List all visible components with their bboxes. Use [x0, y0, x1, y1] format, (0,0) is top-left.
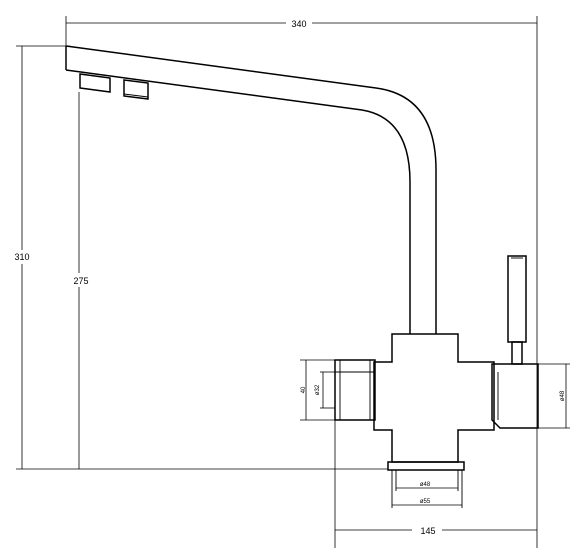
- aerator-outlets: [79, 73, 149, 100]
- valve-body: [373, 333, 495, 463]
- base-outer-diameter-label: ø55: [420, 499, 431, 505]
- handle-height-label: 40: [301, 386, 307, 393]
- inlet-diameter-label: ø32: [315, 384, 321, 395]
- spout: [65, 45, 437, 334]
- body-width-label: 145: [420, 526, 435, 536]
- dimension-overall-width: 340: [65, 16, 538, 548]
- dimension-body-width: 145: [334, 420, 537, 548]
- dimension-spout-height: 275: [66, 92, 96, 469]
- overall-width-label: 340: [291, 19, 306, 29]
- dimension-inlet-diameter: ø32: [315, 371, 335, 409]
- base: [387, 461, 465, 508]
- left-handle: [334, 359, 376, 421]
- dimension-side-diameter: ø48: [538, 363, 570, 429]
- dimension-handle-height: 40: [300, 359, 335, 421]
- side-diameter-label: ø48: [560, 390, 566, 401]
- right-lever-handle: [491, 255, 539, 429]
- spout-height-label: 275: [73, 276, 88, 286]
- dimension-base-inner-diameter: ø48: [396, 482, 458, 489]
- base-inner-diameter-label: ø48: [420, 482, 431, 488]
- dimension-base-outer-diameter: ø55: [392, 499, 462, 506]
- overall-height-label: 310: [14, 252, 29, 262]
- dimension-overall-height: 310: [8, 45, 388, 470]
